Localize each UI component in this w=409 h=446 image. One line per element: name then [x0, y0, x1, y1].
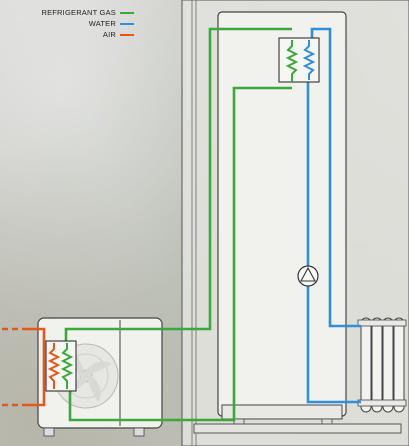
- legend-label-air: AIR: [102, 30, 116, 39]
- heat-exchanger-icon: [278, 37, 320, 83]
- outdoor-heat-exchanger-icon: [45, 340, 77, 392]
- legend: REFRIGERANT GAS WATER AIR: [6, 7, 134, 40]
- water-circuit: [306, 27, 361, 404]
- radiator-icon: [357, 317, 407, 413]
- refrigerant-gas-circuit: [64, 27, 292, 422]
- floor-plinth: [193, 423, 402, 434]
- legend-swatch-water: [120, 22, 134, 25]
- legend-item-refrigerant: REFRIGERANT GAS: [6, 7, 134, 18]
- air-circuit: [2, 327, 46, 407]
- legend-item-water: WATER: [6, 18, 134, 29]
- circulation-pump-icon: [297, 265, 319, 287]
- hot-water-cylinder: [217, 11, 347, 426]
- legend-swatch-refrigerant: [120, 11, 134, 14]
- legend-item-air: AIR: [6, 29, 134, 40]
- legend-swatch-air: [120, 33, 134, 36]
- legend-label-refrigerant: REFRIGERANT GAS: [41, 8, 116, 17]
- legend-label-water: WATER: [88, 19, 116, 28]
